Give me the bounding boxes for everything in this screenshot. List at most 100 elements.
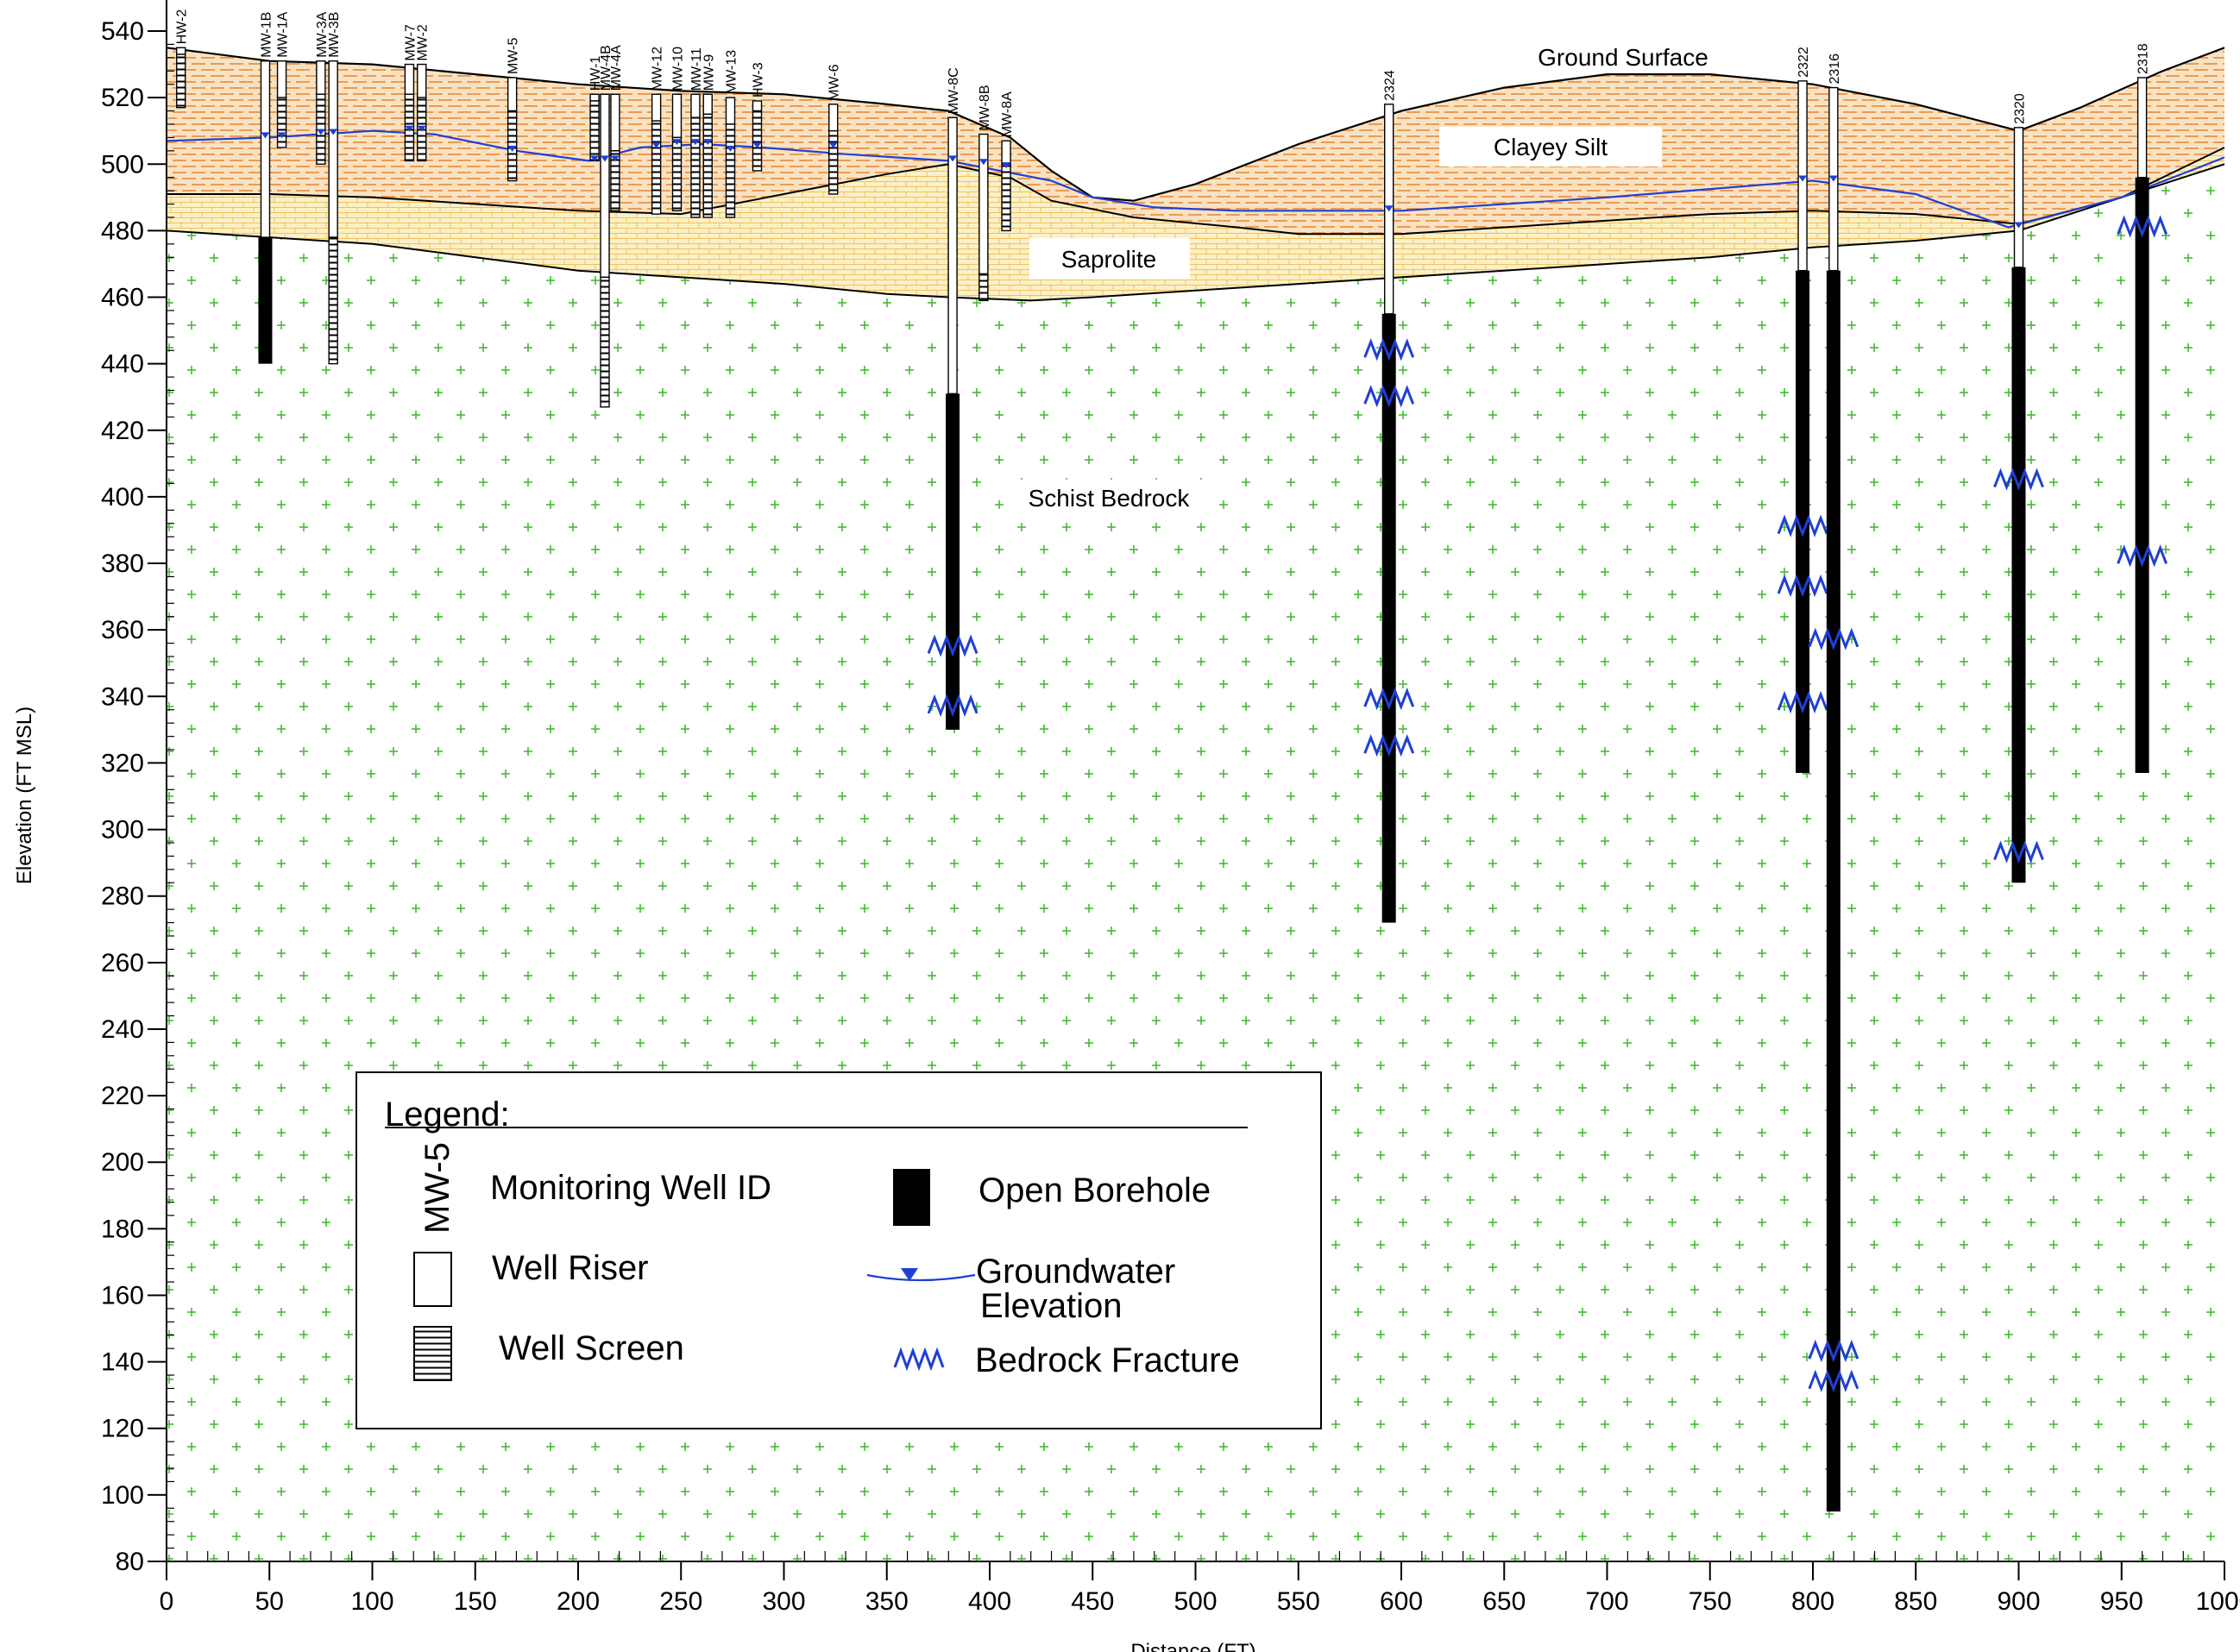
groundwater-marker-icon bbox=[1828, 175, 1838, 182]
y-tick-label: 220 bbox=[101, 1082, 144, 1110]
open-borehole bbox=[1796, 270, 1810, 774]
x-tick-label: 250 bbox=[659, 1587, 702, 1616]
groundwater-marker-icon bbox=[610, 155, 620, 162]
ground-surface-line bbox=[167, 47, 2224, 202]
groundwater-marker-icon bbox=[978, 159, 988, 166]
groundwater-marker-icon bbox=[672, 139, 682, 146]
well-riser bbox=[702, 93, 713, 116]
well-MW-9: MW-9 bbox=[702, 54, 716, 218]
legend-groundwater-triangle-icon bbox=[901, 1268, 918, 1281]
bedrock-fracture-icon bbox=[1808, 1339, 1859, 1363]
y-tick-label: 480 bbox=[101, 217, 144, 245]
y-tick-label: 200 bbox=[101, 1148, 144, 1177]
groundwater-marker-icon bbox=[651, 141, 661, 148]
y-tick-label: 180 bbox=[101, 1215, 144, 1243]
well-riser bbox=[260, 60, 271, 238]
well-riser bbox=[978, 133, 989, 275]
y-tick-label: 240 bbox=[101, 1015, 144, 1044]
well-MW-8C: MW-8C bbox=[927, 67, 978, 730]
well-id-label: MW-4B bbox=[599, 45, 613, 91]
x-tick-label: 700 bbox=[1585, 1587, 1628, 1616]
clayey-silt-label-bg bbox=[1439, 127, 1662, 166]
well-MW-2: MW-2 bbox=[416, 24, 431, 162]
bedrock-fracture-icon bbox=[1363, 385, 1415, 408]
x-tick-label: 900 bbox=[1997, 1587, 2040, 1616]
groundwater-marker-icon bbox=[1798, 175, 1808, 182]
x-tick-label: 850 bbox=[1894, 1587, 1937, 1616]
well-screen bbox=[690, 116, 701, 218]
legend-bedrock-fracture: Bedrock Fracture bbox=[975, 1341, 1240, 1379]
legend-monitoring-well-id: Monitoring Well ID bbox=[490, 1169, 771, 1207]
well-MW-11: MW-11 bbox=[689, 47, 704, 218]
well-id-label: HW-3 bbox=[751, 62, 765, 97]
bedrock-fracture-icon bbox=[1808, 627, 1859, 650]
well-riser bbox=[1001, 140, 1011, 165]
well-id-label: 2320 bbox=[2013, 93, 2028, 124]
y-axis-title: Elevation (FT MSL) bbox=[13, 707, 36, 884]
groundwater-marker-icon bbox=[752, 141, 762, 148]
bedrock-fracture-icon bbox=[1363, 338, 1415, 361]
groundwater-marker-icon bbox=[690, 139, 700, 146]
well-riser bbox=[175, 47, 186, 55]
groundwater-marker-icon bbox=[507, 145, 517, 152]
well-MW-4A: MW-4A bbox=[609, 45, 624, 211]
well-MW-3A: MW-3A bbox=[315, 11, 330, 165]
well-screen bbox=[610, 150, 620, 211]
legend-groundwater-line2: Elevation bbox=[980, 1287, 1123, 1325]
legend-groundwater-line bbox=[866, 1273, 976, 1282]
well-riser bbox=[328, 60, 338, 238]
x-axis-title: Distance (FT) bbox=[1130, 1640, 1255, 1652]
y-tick-label: 120 bbox=[101, 1415, 144, 1443]
x-tick-label: 750 bbox=[1689, 1587, 1732, 1616]
x-tick-label: 150 bbox=[454, 1587, 497, 1616]
well-id-label: MW-4A bbox=[609, 45, 624, 91]
bedrock-fracture-icon bbox=[1808, 1369, 1859, 1392]
legend-box bbox=[356, 1071, 1322, 1429]
saprolite-base-line bbox=[167, 163, 2224, 302]
well-screen bbox=[175, 53, 186, 109]
well-id-label: MW-8B bbox=[978, 85, 992, 131]
y-tick-label: 500 bbox=[101, 150, 144, 179]
well-MW-5: MW-5 bbox=[507, 38, 521, 182]
x-tick-label: 450 bbox=[1071, 1587, 1114, 1616]
open-borehole bbox=[2135, 177, 2149, 774]
well-MW-1B: MW-1B bbox=[258, 12, 274, 364]
open-borehole bbox=[1381, 313, 1396, 923]
well-id-label: MW-8A bbox=[1000, 91, 1015, 137]
y-tick-label: 380 bbox=[101, 550, 144, 578]
well-MW-12: MW-12 bbox=[651, 47, 665, 215]
bedrock-fracture-icon bbox=[1777, 690, 1828, 714]
x-tick-label: 0 bbox=[160, 1587, 174, 1616]
ground-surface-label-bg bbox=[1526, 41, 1721, 72]
well-id-label: MW-9 bbox=[702, 54, 716, 91]
bedrock-fracture-icon bbox=[1777, 574, 1828, 598]
legend-open-borehole: Open Borehole bbox=[978, 1171, 1211, 1209]
well-MW-3B: MW-3B bbox=[327, 12, 342, 365]
x-tick-label: 350 bbox=[865, 1587, 909, 1616]
y-tick-label: 440 bbox=[101, 350, 144, 379]
well-id-label: MW-8C bbox=[947, 67, 961, 114]
well-id-label: 2318 bbox=[2136, 43, 2151, 74]
bedrock-fracture-icon bbox=[1363, 688, 1415, 711]
well-riser bbox=[752, 100, 763, 112]
well-id-label: MW-7 bbox=[403, 24, 418, 60]
y-tick-label: 140 bbox=[101, 1348, 144, 1377]
bedrock-fracture-icon bbox=[1993, 468, 2044, 491]
well-HW-1: HW-1 bbox=[588, 56, 603, 162]
groundwater-marker-icon bbox=[405, 125, 414, 132]
well-riser bbox=[600, 93, 610, 279]
well-HW-3: HW-3 bbox=[751, 62, 765, 172]
groundwater-marker-icon bbox=[590, 155, 600, 162]
groundwater-marker-icon bbox=[277, 132, 286, 139]
well-id-label: 2322 bbox=[1796, 47, 1811, 78]
well-id-label: MW-3A bbox=[315, 11, 330, 57]
clayey-silt-base-line bbox=[167, 147, 2224, 236]
well-screen bbox=[589, 100, 600, 162]
well-MW-13: MW-13 bbox=[724, 50, 739, 218]
y-tick-label: 160 bbox=[101, 1281, 144, 1310]
well-2324: 2324 bbox=[1363, 70, 1415, 923]
well-2316: 2316 bbox=[1808, 53, 1859, 1512]
bedrock-fracture-icon bbox=[2117, 215, 2168, 238]
